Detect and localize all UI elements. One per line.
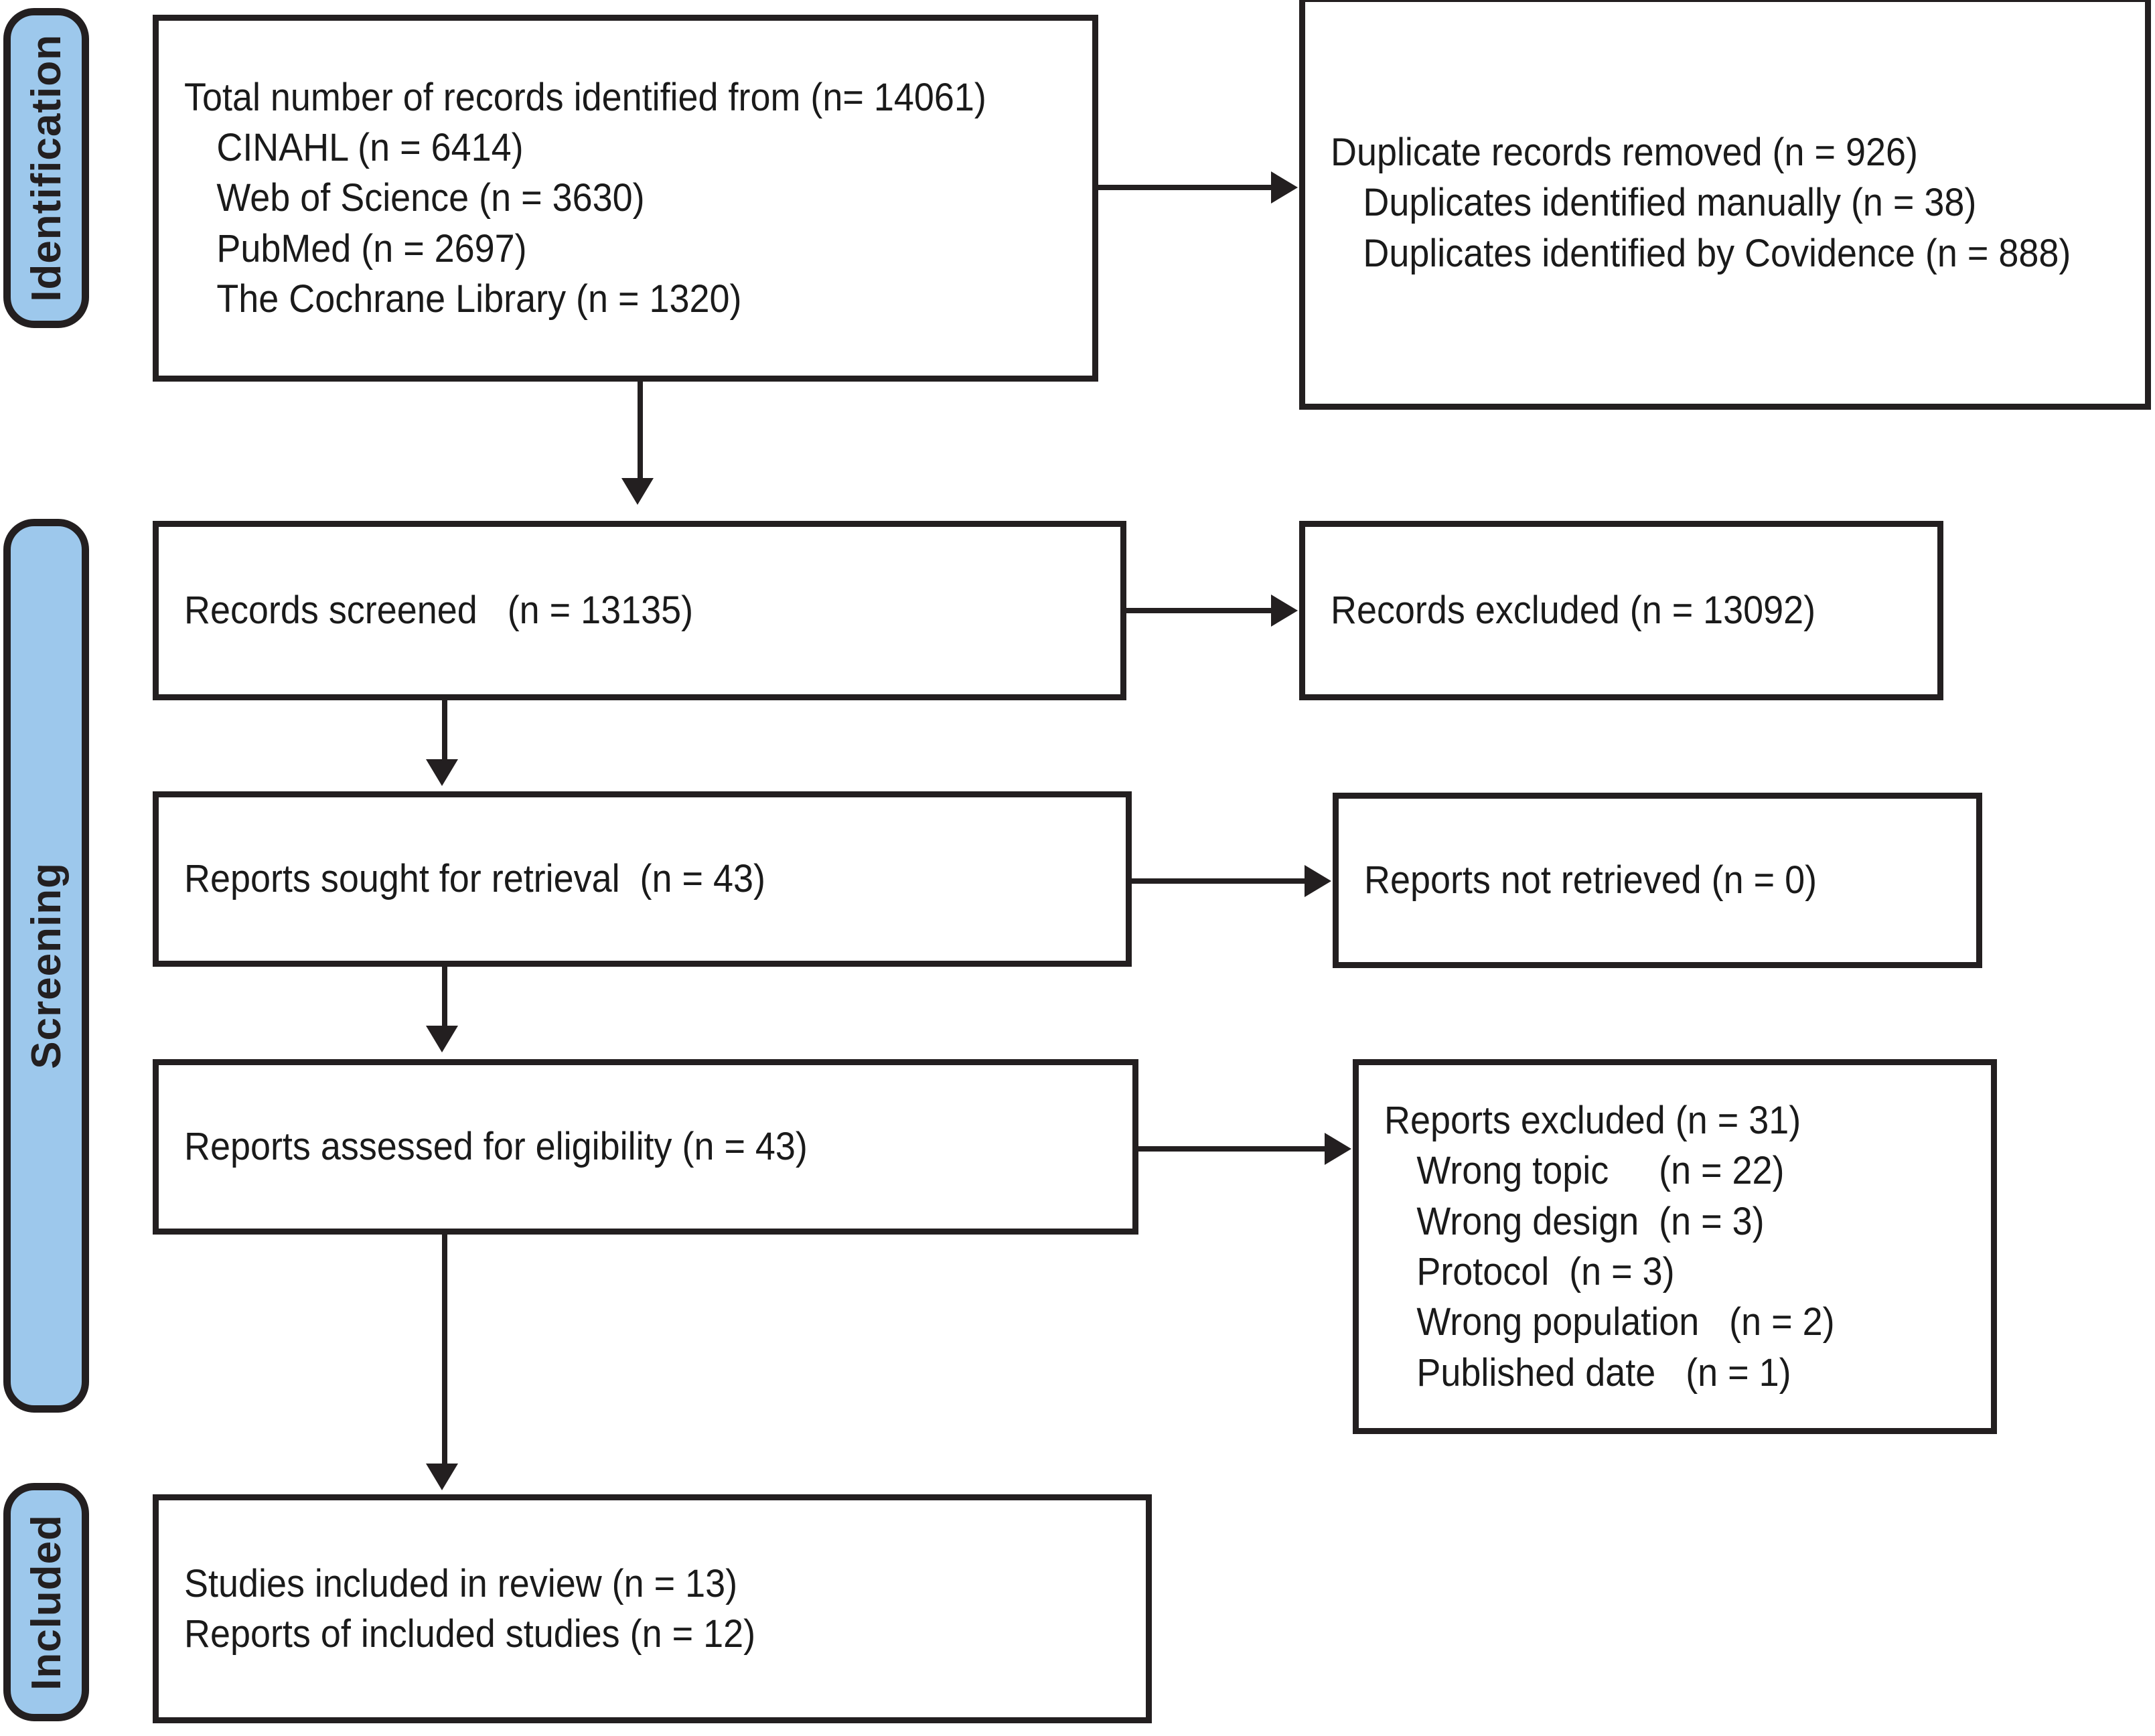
- node-reports-not-retrieved: Reports not retrieved (n = 0): [1333, 793, 1982, 968]
- arrowhead-right-icon-not-retrieved: [1305, 865, 1331, 897]
- line-records-excluded: Records excluded (n = 13092): [1331, 588, 1816, 633]
- node-reports-not-retrieved-lines: Reports not retrieved (n = 0): [1339, 855, 1976, 905]
- line-records-screened: Records screened (n = 13135): [184, 588, 694, 633]
- node-reports-assessed-lines: Reports assessed for eligibility (n = 43…: [159, 1121, 1132, 1172]
- line-duplicates-manual: Duplicates identified manually (n = 38): [1363, 181, 1977, 225]
- node-reports-excluded: Reports excluded (n = 31) Wrong topic (n…: [1353, 1059, 1997, 1434]
- node-records-excluded: Records excluded (n = 13092): [1299, 521, 1943, 700]
- line-reports-assessed: Reports assessed for eligibility (n = 43…: [184, 1125, 808, 1169]
- phase-label-identification: Identification: [3, 8, 89, 328]
- line-records-identified-total: Total number of records identified from …: [184, 75, 986, 119]
- arrowhead-down-icon-screened: [621, 478, 654, 505]
- node-reports-assessed-for-eligibility: Reports assessed for eligibility (n = 43…: [153, 1059, 1138, 1235]
- node-studies-included-lines: Studies included in review (n = 13) Repo…: [159, 1559, 1146, 1660]
- line-reason-wrong-topic: Wrong topic (n = 22): [1416, 1149, 1785, 1193]
- node-records-excluded-lines: Records excluded (n = 13092): [1305, 585, 1937, 635]
- phase-label-screening-text: Screening: [23, 862, 70, 1069]
- arrowhead-down-icon-sought: [426, 759, 458, 786]
- node-reports-sought-lines: Reports sought for retrieval (n = 43): [159, 854, 1126, 904]
- line-reports-sought: Reports sought for retrieval (n = 43): [184, 857, 765, 901]
- line-reports-of-included-studies: Reports of included studies (n = 12): [184, 1612, 756, 1656]
- node-records-identified-lines: Total number of records identified from …: [159, 72, 1092, 325]
- line-source-cochrane-library: The Cochrane Library (n = 1320): [216, 277, 742, 321]
- line-reason-protocol: Protocol (n = 3): [1416, 1250, 1675, 1293]
- arrowhead-right-icon-reports-excluded: [1325, 1133, 1351, 1165]
- node-studies-included: Studies included in review (n = 13) Repo…: [153, 1494, 1152, 1723]
- node-records-identified: Total number of records identified from …: [153, 15, 1098, 382]
- line-reports-excluded-total: Reports excluded (n = 31): [1384, 1098, 1801, 1142]
- connector-identified-to-duplicates: [1098, 185, 1274, 190]
- node-records-screened: Records screened (n = 13135): [153, 521, 1126, 700]
- line-duplicates-total: Duplicate records removed (n = 926): [1331, 130, 1918, 174]
- arrowhead-down-icon-included: [426, 1464, 458, 1490]
- connector-sought-to-not-retrieved: [1132, 878, 1307, 884]
- line-source-cinahl: CINAHL (n = 6414): [216, 125, 524, 169]
- line-source-pubmed: PubMed (n = 2697): [216, 226, 527, 270]
- node-duplicate-records-removed: Duplicate records removed (n = 926) Dupl…: [1299, 0, 2151, 410]
- node-reports-excluded-lines: Reports excluded (n = 31) Wrong topic (n…: [1359, 1095, 1991, 1398]
- phase-label-identification-text: Identification: [23, 34, 70, 302]
- arrowhead-right-icon-duplicates: [1271, 171, 1298, 204]
- connector-assessed-to-included: [442, 1235, 447, 1465]
- phase-label-screening: Screening: [3, 519, 89, 1413]
- arrowhead-down-icon-assessed: [426, 1026, 458, 1052]
- line-source-web-of-science: Web of Science (n = 3630): [216, 176, 645, 220]
- line-duplicates-covidence: Duplicates identified by Covidence (n = …: [1363, 231, 2071, 275]
- connector-assessed-to-reports-excluded: [1138, 1146, 1327, 1152]
- node-reports-sought-for-retrieval: Reports sought for retrieval (n = 43): [153, 791, 1132, 967]
- node-duplicate-records-removed-lines: Duplicate records removed (n = 926) Dupl…: [1305, 127, 2145, 279]
- node-records-screened-lines: Records screened (n = 13135): [159, 585, 1120, 635]
- connector-identified-to-screened: [638, 382, 643, 482]
- line-studies-included-in-review: Studies included in review (n = 13): [184, 1561, 738, 1605]
- line-reason-wrong-population: Wrong population (n = 2): [1416, 1300, 1835, 1344]
- phase-label-included-text: Included: [23, 1514, 70, 1690]
- line-reason-published-date: Published date (n = 1): [1416, 1350, 1791, 1395]
- connector-screened-to-sought: [442, 700, 447, 762]
- line-reason-wrong-design: Wrong design (n = 3): [1416, 1199, 1765, 1243]
- phase-label-included: Included: [3, 1483, 89, 1721]
- connector-sought-to-assessed: [442, 967, 447, 1028]
- connector-screened-to-records-excluded: [1126, 608, 1274, 613]
- arrowhead-right-icon-records-excluded: [1271, 595, 1298, 627]
- line-reports-not-retrieved: Reports not retrieved (n = 0): [1364, 858, 1817, 902]
